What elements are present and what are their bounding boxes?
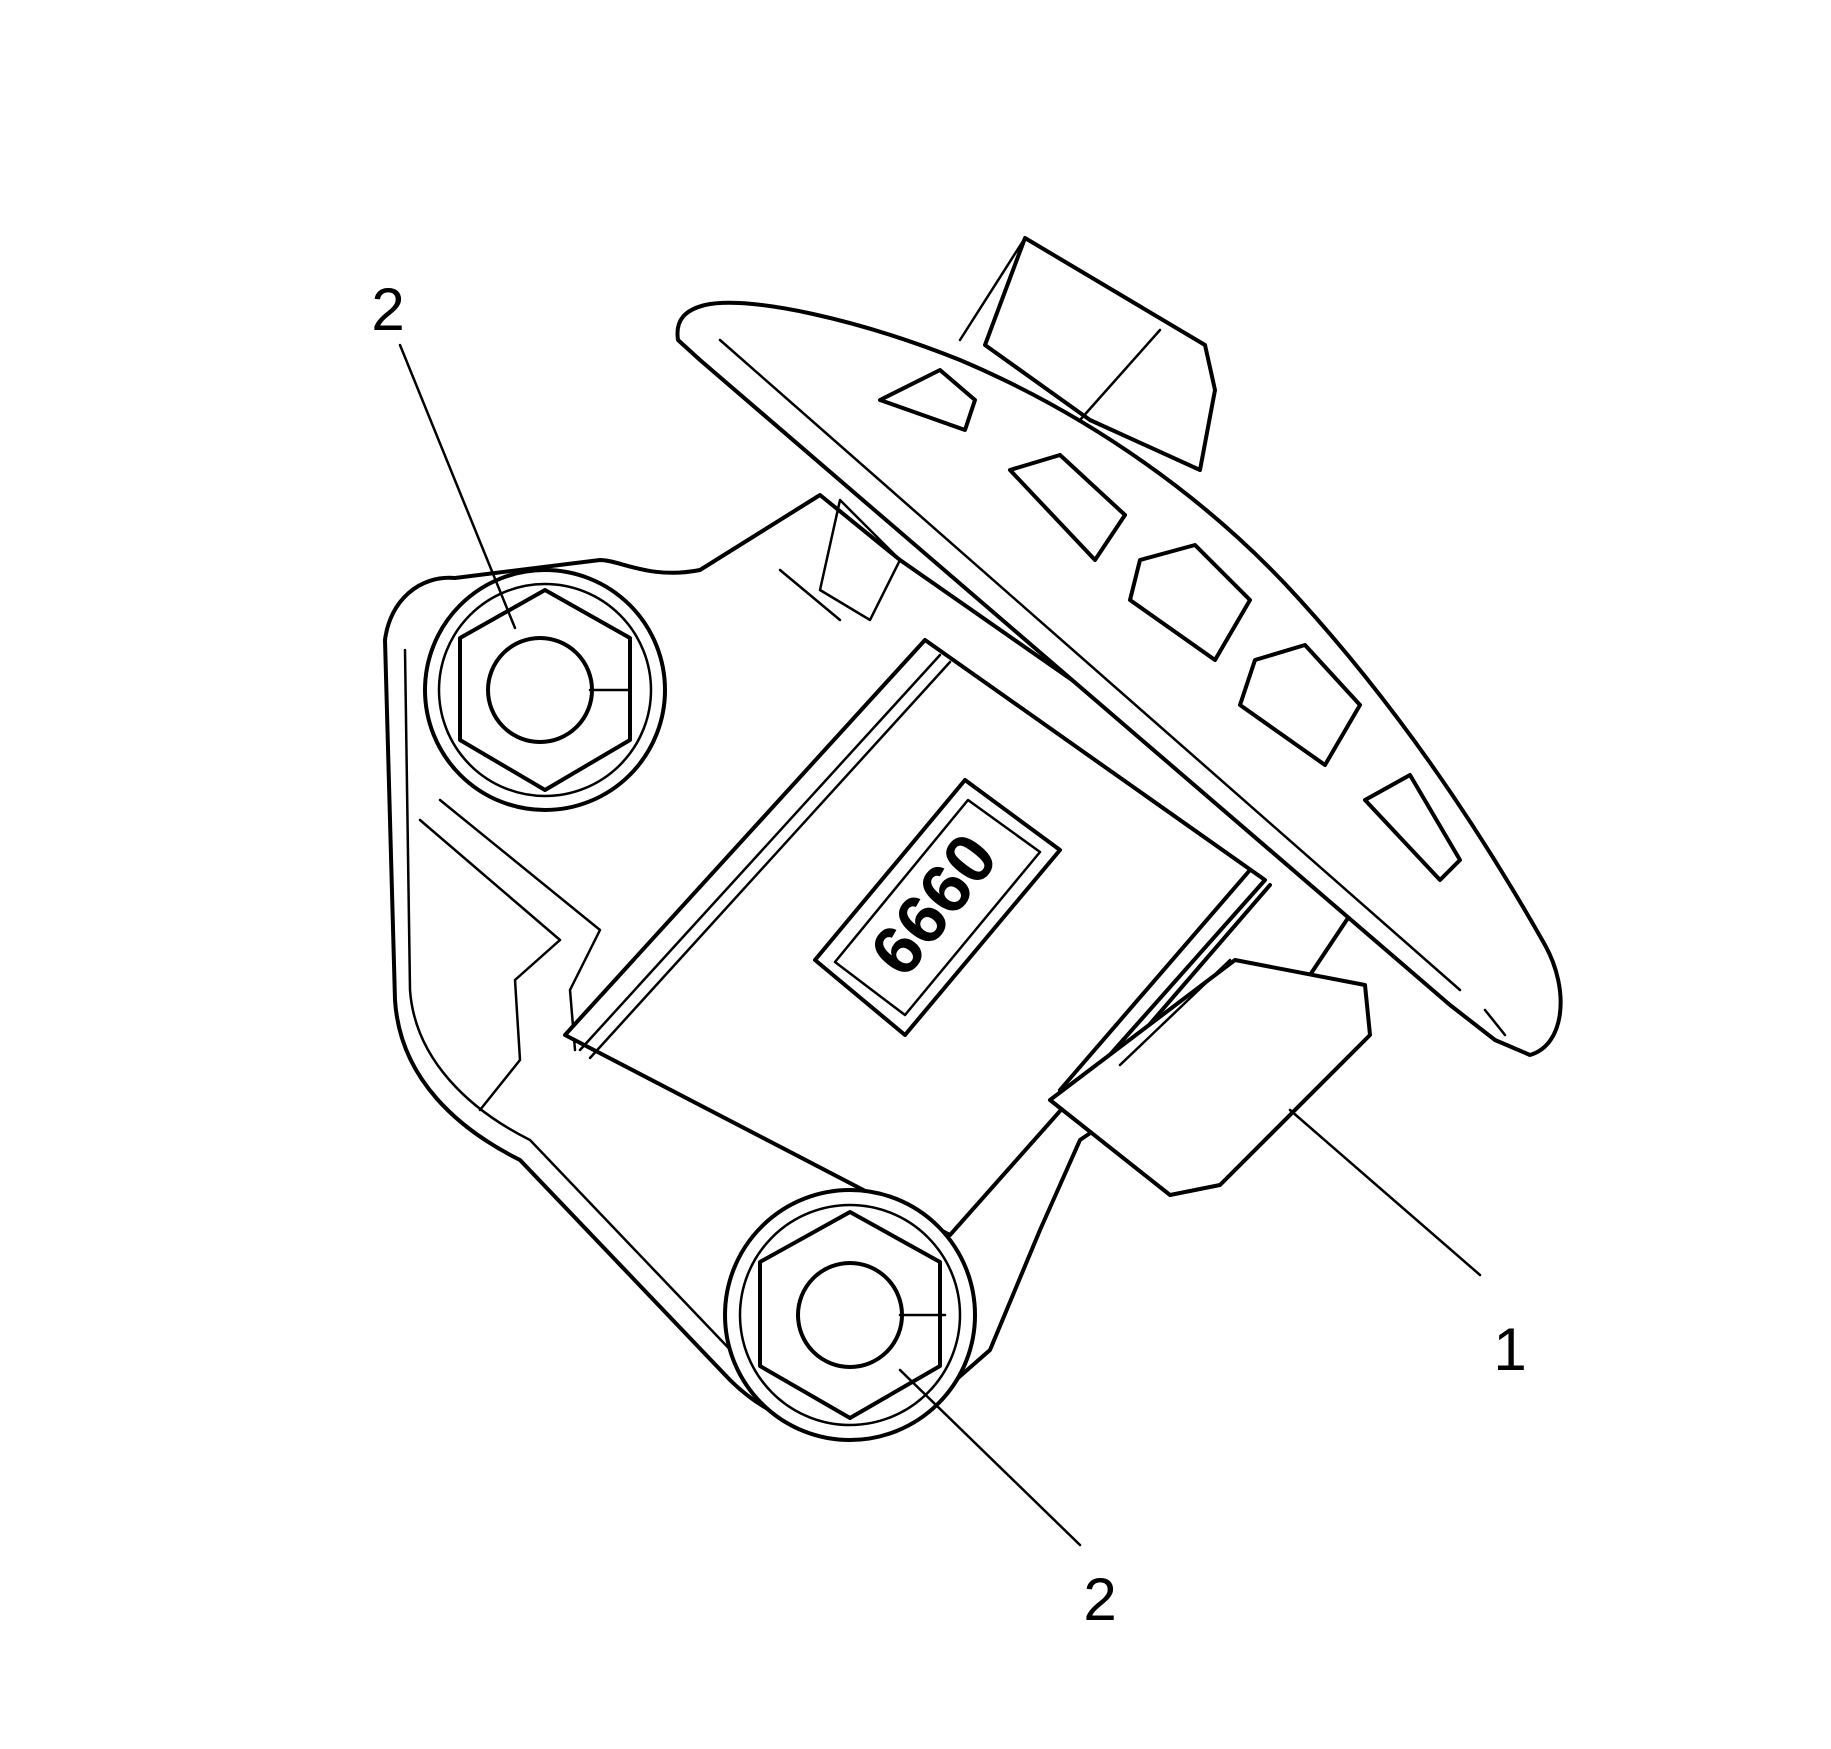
leader-line-2-bottom xyxy=(898,1368,1082,1547)
latch-detail xyxy=(778,498,902,622)
lower-tab xyxy=(1048,958,1372,1197)
leader-line-1 xyxy=(1288,1108,1482,1277)
connector-flange xyxy=(675,300,1563,1057)
leader-lines xyxy=(398,343,1482,1547)
upper-nut xyxy=(423,568,667,812)
lower-nut xyxy=(723,1188,977,1442)
flange-slot xyxy=(1008,453,1127,562)
leader-line-2-top xyxy=(398,343,517,630)
callout-2-top: 2 xyxy=(371,276,404,343)
flange-slot xyxy=(1238,643,1362,767)
callout-2-bottom: 2 xyxy=(1083,1566,1116,1633)
callout-1: 1 xyxy=(1493,1316,1526,1383)
flange-slot xyxy=(1128,543,1252,662)
connector-housing xyxy=(958,236,1217,472)
flange-slot xyxy=(1363,773,1462,882)
flange-slot xyxy=(878,368,977,432)
